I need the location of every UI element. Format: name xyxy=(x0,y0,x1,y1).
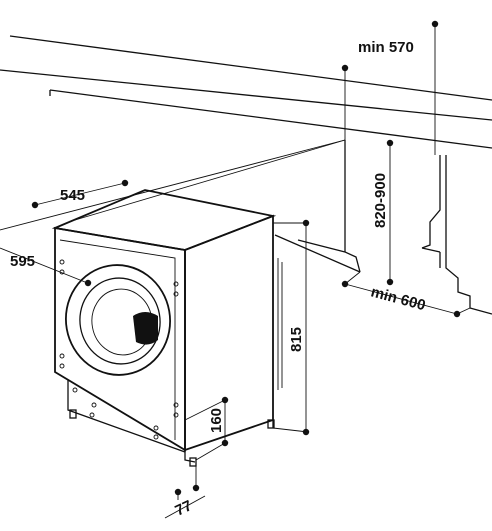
dimension-min-600: min 600 xyxy=(341,271,471,318)
machine-door xyxy=(65,264,171,376)
dimension-545: 545 xyxy=(31,179,129,209)
label-width: 595 xyxy=(10,253,35,270)
mounting-holes xyxy=(59,259,179,440)
worktop xyxy=(0,35,492,149)
dimension-77: 77 xyxy=(164,466,206,520)
door-handle-icon xyxy=(133,312,158,345)
label-niche-width: min 600 xyxy=(369,283,427,314)
dimension-595: 595 xyxy=(10,253,92,287)
dimension-820-900: 820-900 xyxy=(372,139,394,286)
foot-front xyxy=(189,457,197,467)
depth-guides xyxy=(0,139,346,283)
foot-left xyxy=(69,409,77,419)
label-height: 815 xyxy=(288,327,305,352)
label-door-bottom: 160 xyxy=(208,408,225,433)
dimension-815: 815 xyxy=(272,219,310,436)
dimension-min-570: min 570 xyxy=(341,20,439,155)
dimension-160: 160 xyxy=(184,396,229,461)
label-depth: 545 xyxy=(60,187,85,204)
washing-machine xyxy=(51,189,283,467)
label-base-offset: 77 xyxy=(173,497,195,519)
label-top-clearance: min 570 xyxy=(358,39,414,56)
label-niche-height: 820-900 xyxy=(372,173,389,228)
foot-right xyxy=(267,419,275,429)
